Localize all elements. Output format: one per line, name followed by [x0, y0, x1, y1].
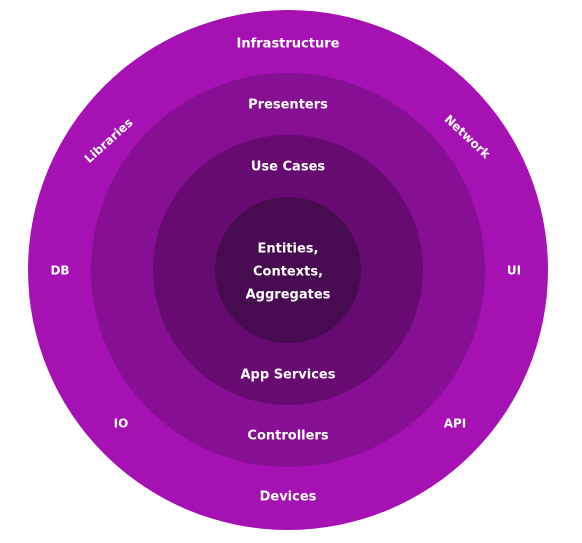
label-presenters: Presenters: [248, 98, 328, 113]
label-devices: Devices: [260, 490, 317, 505]
label-app-services: App Services: [241, 368, 336, 383]
label-use-cases: Use Cases: [251, 160, 326, 175]
label-io: IO: [114, 417, 129, 431]
label-api: API: [444, 417, 467, 431]
label-aggregates: Aggregates: [246, 288, 331, 303]
label-entities: Entities,: [258, 242, 319, 257]
label-contexts: Contexts,: [253, 265, 323, 280]
label-infrastructure: Infrastructure: [237, 37, 340, 52]
label-ui: UI: [507, 264, 521, 278]
label-controllers: Controllers: [247, 429, 328, 444]
label-db: DB: [50, 264, 69, 278]
domain-core: [215, 197, 361, 343]
